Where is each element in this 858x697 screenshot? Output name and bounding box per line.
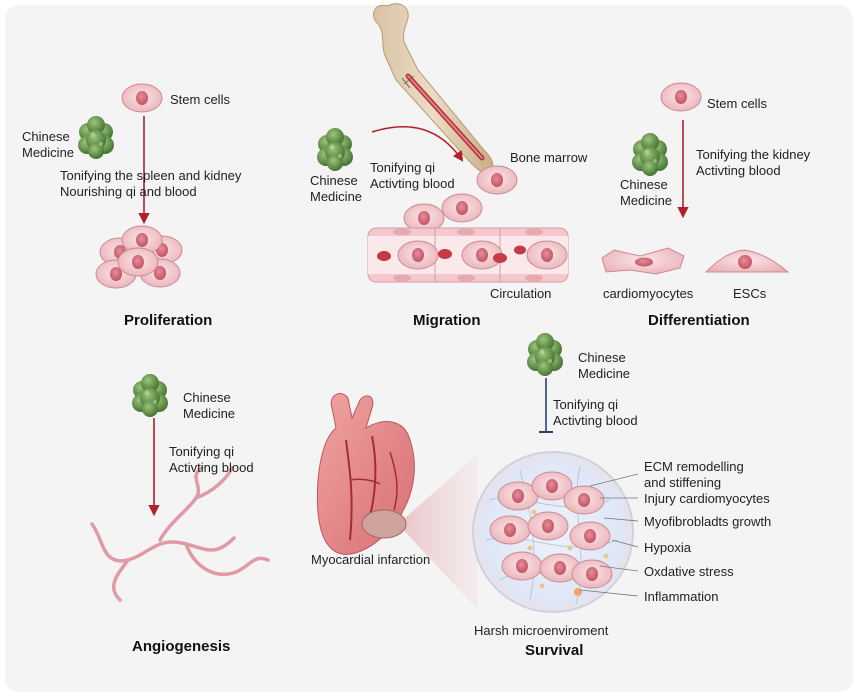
blood-vessel-icon bbox=[367, 227, 569, 283]
chinese-medicine-label-line1: Chinese bbox=[183, 390, 231, 405]
differentiation-panel bbox=[601, 82, 790, 275]
migration-panel bbox=[317, 3, 569, 283]
chinese-medicine-label-line1: Chinese bbox=[578, 350, 626, 365]
angiogenesis-action-line2: Activting blood bbox=[169, 460, 254, 475]
bone-marrow-label: Bone marrow bbox=[510, 150, 588, 165]
survival-title: Survival bbox=[525, 642, 584, 659]
differentiation-title: Differentiation bbox=[648, 312, 750, 329]
chinese-medicine-label-line2: Medicine bbox=[578, 366, 631, 381]
factor-myofibroblasts-growth: Myofibrobladts growth bbox=[644, 514, 772, 529]
factor-ecm-remodelling-line1: ECM remodelling bbox=[644, 459, 744, 474]
stem-cell-icon bbox=[660, 82, 702, 112]
proliferation-title: Proliferation bbox=[124, 312, 213, 329]
differentiation-action-line2: Activting blood bbox=[696, 163, 781, 178]
chinese-medicine-label-line2: Medicine bbox=[22, 145, 75, 160]
chinese-medicine-label-line2: Medicine bbox=[183, 406, 236, 421]
new-blood-vessels-icon bbox=[90, 466, 270, 602]
proliferation-panel bbox=[78, 83, 183, 289]
factor-inflammation: Inflammation bbox=[644, 589, 719, 604]
harsh-microenvironment-zoom bbox=[472, 451, 634, 613]
chinese-medicine-label-line1: Chinese bbox=[22, 129, 70, 144]
angiogenesis-panel bbox=[90, 374, 270, 602]
myocardial-infarction-label: Myocardial infarction bbox=[311, 552, 431, 567]
zoom-cone bbox=[398, 454, 478, 610]
migrating-cell-icon bbox=[476, 165, 518, 195]
factor-hypoxia: Hypoxia bbox=[644, 540, 691, 555]
cardiomyocyte-cell-icon bbox=[601, 247, 685, 275]
bone-icon bbox=[373, 3, 494, 174]
migration-title: Migration bbox=[413, 312, 481, 329]
angiogenesis-title: Angiogenesis bbox=[132, 638, 231, 655]
callout-lines bbox=[579, 473, 639, 597]
migrating-cell-icon bbox=[441, 193, 483, 223]
chinese-medicine-label-line2: Medicine bbox=[620, 193, 673, 208]
background-panel bbox=[5, 5, 853, 692]
factor-injury-cardiomyocytes: Injury cardiomyocytes bbox=[644, 491, 770, 506]
stem-cells-label: Stem cells bbox=[170, 92, 230, 107]
angiogenesis-action-line1: Tonifying qi bbox=[169, 444, 235, 459]
stem-cell-icon bbox=[121, 83, 163, 113]
migration-action-line1: Tonifying qi bbox=[370, 160, 436, 175]
migration-arrow bbox=[371, 125, 464, 162]
proliferation-action-line1: Tonifying the spleen and kidney bbox=[60, 168, 242, 183]
heart-icon bbox=[316, 393, 415, 555]
escs-label: ESCs bbox=[733, 286, 767, 301]
migration-action-line2: Activting blood bbox=[370, 176, 455, 191]
differentiation-action-line1: Tonifying the kidney bbox=[696, 147, 811, 162]
chinese-medicine-label-line2: Medicine bbox=[310, 189, 363, 204]
survival-panel bbox=[316, 333, 639, 613]
factor-oxidative-stress: Oxdative stress bbox=[644, 564, 734, 579]
chinese-medicine-label-line1: Chinese bbox=[620, 177, 668, 192]
proliferation-action-line2: Nourishing qi and blood bbox=[60, 184, 197, 199]
survival-action-line1: Tonifying qi bbox=[553, 397, 619, 412]
factor-ecm-remodelling-line2: and stiffening bbox=[644, 475, 722, 490]
cardiomyocytes-label: cardiomyocytes bbox=[603, 286, 694, 301]
chinese-medicine-label-line1: Chinese bbox=[310, 173, 358, 188]
survival-action-line2: Activting blood bbox=[553, 413, 638, 428]
stem-cells-label: Stem cells bbox=[707, 96, 767, 111]
circulation-label: Circulation bbox=[490, 286, 552, 301]
harsh-microenvironment-label: Harsh microenviroment bbox=[474, 623, 609, 638]
esc-cell-icon bbox=[704, 249, 790, 273]
